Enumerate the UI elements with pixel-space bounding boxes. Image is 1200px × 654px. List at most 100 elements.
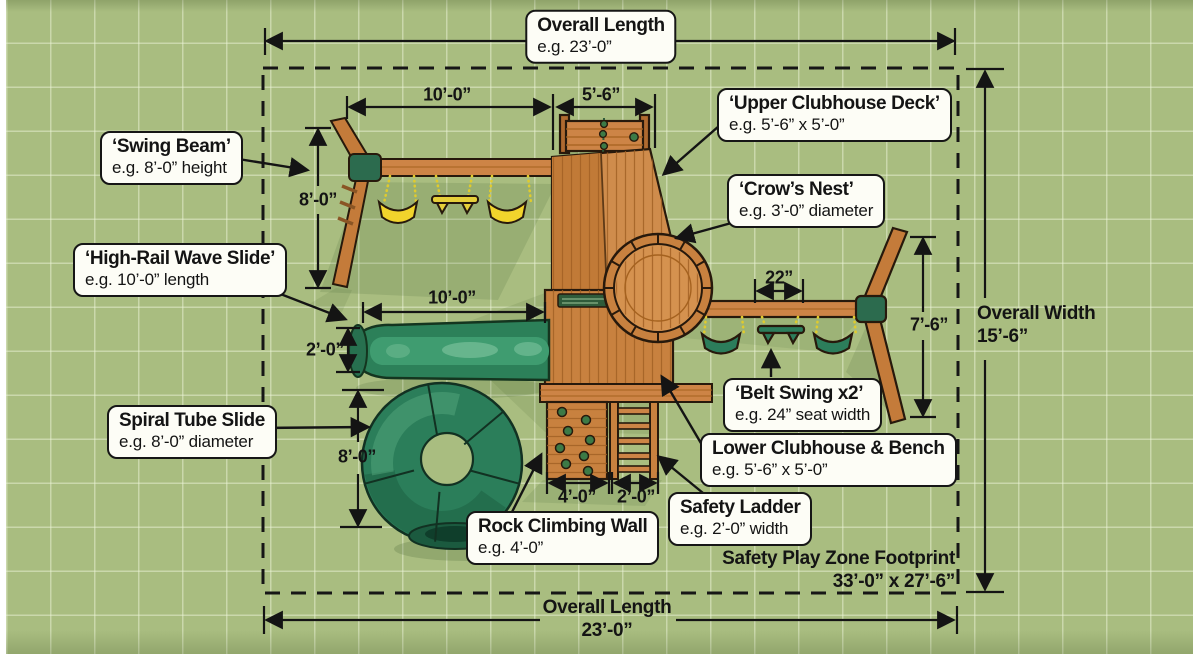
callout-subtitle: e.g. 2’-0” width bbox=[680, 519, 789, 539]
dim-line-rock-wall-width bbox=[545, 472, 611, 494]
callout-lower-clubhouse: Lower Clubhouse & Bench e.g. 5’-6” x 5’-… bbox=[700, 433, 957, 488]
callout-subtitle: e.g. 8’-0” height bbox=[112, 158, 227, 178]
ladder-rung bbox=[617, 437, 651, 445]
leader-crows-nest bbox=[674, 220, 736, 244]
callout-spiral-tube-slide: Spiral Tube Slide e.g. 8’-0” diameter bbox=[107, 405, 277, 460]
safety-ladder bbox=[609, 401, 659, 480]
clubhouse-sign bbox=[557, 293, 611, 308]
ladder-rung bbox=[617, 452, 651, 460]
rock-climbing-wall bbox=[545, 400, 609, 481]
dim-text-upper-deck-width: 5’-6” bbox=[581, 84, 621, 105]
dim-line-wave-slide-width bbox=[336, 326, 360, 374]
climbing-hold bbox=[629, 132, 639, 142]
right-beam-bracket bbox=[854, 294, 888, 324]
callout-crows-nest: ‘Crow’s Nest’ e.g. 3’-0” diameter bbox=[727, 174, 886, 229]
callout-swing-beam: ‘Swing Beam’ e.g. 8’-0” height bbox=[100, 131, 243, 186]
crows-nest bbox=[602, 232, 714, 344]
wave-slide bbox=[348, 318, 551, 382]
dim-line-belt-swing-gap bbox=[753, 279, 805, 303]
callout-rock-climbing-wall: Rock Climbing Wall e.g. 4’-0” bbox=[466, 511, 660, 566]
nest-balusters bbox=[604, 234, 712, 342]
spiral-tube-slide bbox=[360, 381, 524, 550]
left-aframe-braces bbox=[337, 184, 358, 226]
callout-subtitle: e.g. 5’-6” x 5’-0” bbox=[729, 115, 845, 135]
dim-text-spiral-diameter: 8’-0” bbox=[337, 446, 377, 467]
overall-length-bottom-line2: 23’-0” bbox=[581, 620, 633, 641]
dim-text-beam-height: 8’-0” bbox=[298, 189, 338, 210]
safety-zone-boundary bbox=[261, 66, 960, 595]
callout-title: Rock Climbing Wall bbox=[478, 516, 648, 537]
yellow-swing-chains bbox=[382, 174, 533, 205]
overall-width-line1: Overall Width bbox=[977, 303, 1096, 324]
callout-title: Lower Clubhouse & Bench bbox=[712, 438, 945, 459]
leader-safety-ladder bbox=[656, 455, 704, 494]
footprint-line2: 33’-0” x 27’-6” bbox=[832, 571, 956, 593]
callout-title: ‘High-Rail Wave Slide’ bbox=[85, 248, 276, 269]
dim-line-upper-deck-width bbox=[555, 94, 657, 148]
callout-high-rail-wave-slide: ‘High-Rail Wave Slide’ e.g. 10’-0” lengt… bbox=[73, 243, 288, 298]
rope-knot bbox=[599, 119, 609, 129]
callout-subtitle: e.g. 23’-0” bbox=[537, 37, 612, 57]
leader-rock-wall bbox=[510, 452, 543, 513]
callout-subtitle: e.g. 10’-0” length bbox=[85, 270, 209, 290]
ladder-rung bbox=[617, 465, 651, 473]
trapeze-ring bbox=[460, 202, 475, 216]
dim-line-right-beam-height bbox=[910, 235, 936, 419]
callout-title: Overall Length bbox=[537, 14, 665, 36]
dim-line-overall-width bbox=[966, 67, 1004, 594]
callout-upper-clubhouse-deck: ‘Upper Clubhouse Deck’ e.g. 5’-6” x 5’-0… bbox=[717, 88, 952, 143]
footprint-line1: Safety Play Zone Footprint bbox=[722, 548, 955, 569]
trapeze-ring bbox=[761, 331, 776, 346]
right-trapeze-bar bbox=[756, 324, 806, 335]
overall-width-line2: 15’-6” bbox=[977, 326, 1029, 348]
dim-text-belt-swing-gap: 22” bbox=[765, 267, 793, 288]
ladder-rail bbox=[609, 401, 619, 480]
overall-length-bottom-label: Overall Length 23’-0” bbox=[543, 596, 672, 642]
ladder-rung bbox=[617, 407, 651, 415]
belt-swing-seat bbox=[700, 331, 742, 355]
callout-safety-ladder: Safety Ladder e.g. 2’-0” width bbox=[668, 492, 813, 547]
belt-swing-seat bbox=[812, 331, 854, 355]
dim-text-wave-slide-width: 2’-0” bbox=[305, 339, 344, 360]
yellow-belt-swing-seat bbox=[377, 199, 419, 224]
dim-line-beam-height bbox=[305, 126, 331, 290]
callout-belt-swing: ‘Belt Swing x2’ e.g. 24” seat width bbox=[723, 378, 883, 433]
ladder-rung bbox=[617, 422, 651, 430]
dim-text-wave-slide-length: 10’-0” bbox=[428, 287, 476, 308]
bench bbox=[539, 383, 713, 403]
callout-subtitle: e.g. 24” seat width bbox=[735, 405, 871, 425]
slide-end-lip bbox=[348, 324, 368, 378]
dim-text-beam-length: 10’-0” bbox=[423, 84, 471, 105]
callout-title: ‘Upper Clubhouse Deck’ bbox=[729, 93, 940, 114]
callout-overall-length-top: Overall Length e.g. 23’-0” bbox=[525, 9, 677, 65]
dim-line-wave-slide-length bbox=[361, 302, 547, 323]
dim-line-overall-length-bottom bbox=[262, 606, 959, 634]
callout-subtitle: e.g. 4’-0” bbox=[478, 538, 544, 558]
dim-text-ladder-width: 2’-0” bbox=[616, 486, 656, 507]
spiral-seams bbox=[365, 385, 519, 542]
yellow-belt-swing-seat bbox=[486, 199, 528, 224]
callout-title: Spiral Tube Slide bbox=[119, 410, 265, 431]
rope-knot bbox=[599, 141, 609, 151]
callout-title: ‘Swing Beam’ bbox=[112, 136, 231, 157]
overall-length-bottom-line1: Overall Length bbox=[542, 596, 672, 618]
dim-text-right-beam-height: 7’-6” bbox=[909, 314, 949, 335]
callout-title: ‘Crow’s Nest’ bbox=[739, 179, 854, 200]
left-beam-bracket bbox=[348, 153, 382, 182]
overall-width-label: Overall Width 15’-6” bbox=[977, 302, 1096, 348]
trapeze-ring bbox=[786, 331, 801, 346]
trapeze-ring bbox=[435, 202, 450, 216]
spiral-center-hole bbox=[419, 431, 475, 487]
dim-line-beam-length bbox=[345, 94, 555, 150]
leader-upper-deck bbox=[661, 125, 720, 177]
callout-subtitle: e.g. 5’-6” x 5’-0” bbox=[712, 460, 828, 480]
ladder-rail bbox=[649, 401, 659, 480]
callout-title: ‘Belt Swing x2’ bbox=[735, 383, 864, 404]
dim-text-rock-wall-width: 4’-0” bbox=[557, 486, 597, 507]
callout-subtitle: e.g. 3’-0” diameter bbox=[739, 201, 874, 221]
right-aframe-top-leg bbox=[863, 226, 909, 303]
callout-subtitle: e.g. 8’-0” diameter bbox=[119, 432, 254, 452]
left-trapeze-bar bbox=[431, 195, 479, 204]
